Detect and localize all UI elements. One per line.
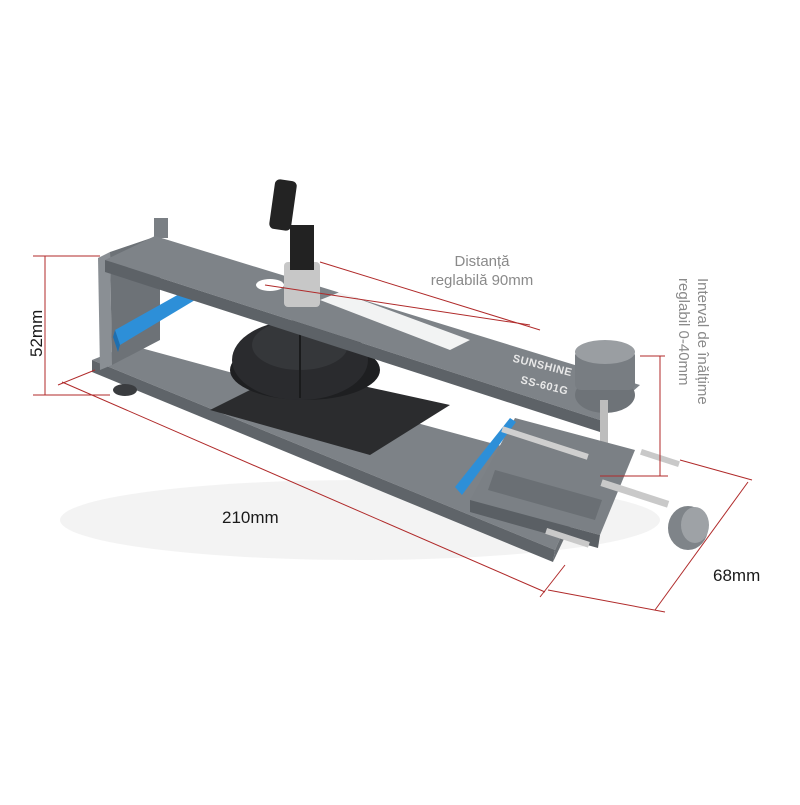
height-dimension-label: 52mm	[27, 309, 46, 357]
left-blue-clamp	[115, 288, 195, 345]
handle	[269, 179, 320, 307]
dimension-lines	[33, 255, 753, 613]
adjustable-distance-line2: reglabilă 90mm	[430, 272, 534, 289]
height-range-label: Interval de înălțime reglabil 0-40mm	[674, 278, 712, 405]
top-arm	[105, 236, 640, 432]
height-range-line2: reglabil 0-40mm	[675, 278, 692, 386]
adjustable-distance-line1: Distanță	[454, 253, 510, 270]
width-dimension-label: 68mm	[713, 566, 761, 585]
right-clamp	[455, 418, 709, 550]
length-dimension-label: 210mm	[222, 508, 279, 527]
height-range-line1: Interval de înălțime	[694, 278, 711, 405]
adjustable-distance-label: Distanță reglabilă 90mm	[412, 252, 552, 290]
height-adjust-knob	[575, 340, 635, 470]
